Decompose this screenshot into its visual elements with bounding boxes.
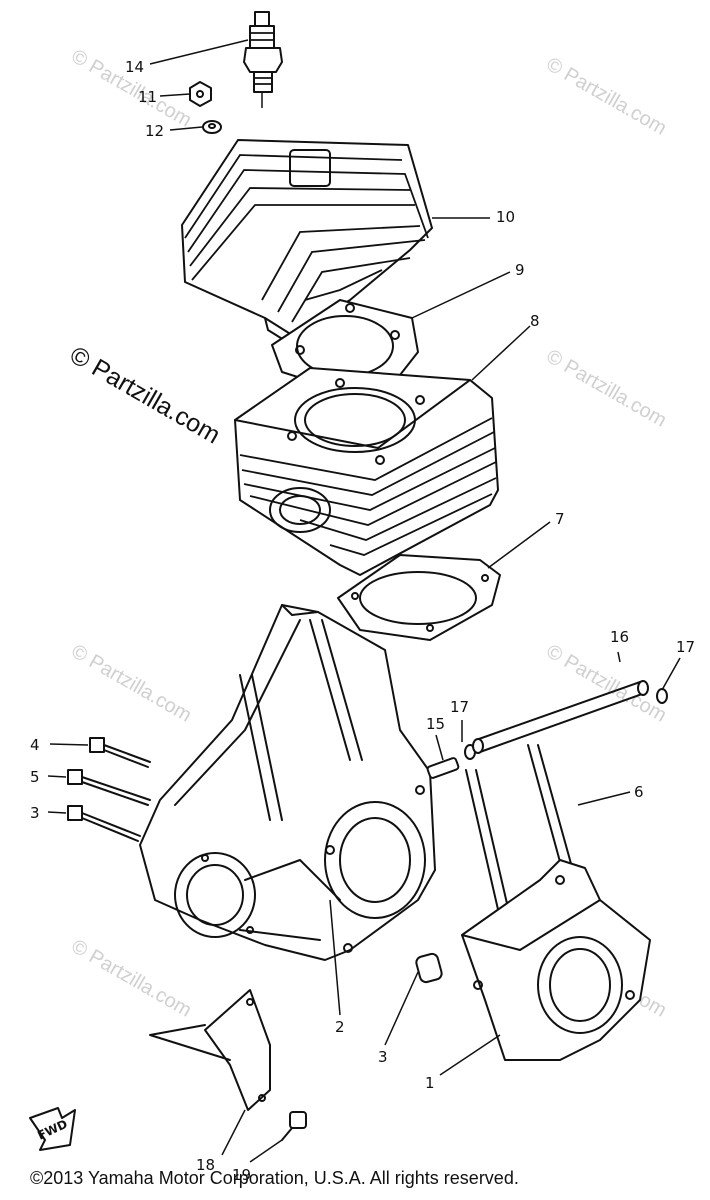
callout-4: 4 (30, 736, 40, 754)
callout-numbers: 14 11 12 10 9 8 7 16 17 17 15 6 4 5 3 2 … (30, 58, 695, 1184)
callout-17: 17 (450, 698, 469, 716)
watermark: © Partzilla.com (68, 935, 196, 1021)
nut (189, 81, 212, 107)
callout-17-pipe: 17 (676, 638, 695, 656)
bolt (67, 805, 141, 842)
breather-nipple (426, 757, 460, 779)
crankcase-left (139, 604, 436, 961)
callout-8: 7 (555, 510, 565, 528)
watermark: © Partzilla.com (543, 640, 671, 726)
cover (149, 989, 271, 1111)
callout-2: 2 (335, 1018, 345, 1036)
callout-1: 1 (425, 1074, 435, 1092)
crankcase-right (461, 859, 651, 1061)
watermark: © Partzilla.com (543, 53, 671, 139)
callout-7: 6 (634, 783, 644, 801)
clip (656, 688, 668, 704)
callout-16: 16 (610, 628, 629, 646)
watermark: © Partzilla.com (543, 345, 671, 431)
callout-5: 3 (30, 804, 40, 822)
copyright-notice: ©2013 Yamaha Motor Corporation, U.S.A. A… (30, 1168, 519, 1188)
callout-18: 18 (196, 1156, 215, 1174)
callout-12: 11 (138, 88, 157, 106)
watermark-main: © Partzilla.com (65, 341, 225, 449)
callout-13: 12 (145, 122, 164, 140)
callout-6: 5 (30, 768, 40, 786)
bolt (89, 737, 151, 768)
callout-14: 14 (125, 58, 144, 76)
spark-plug (243, 11, 283, 108)
dowel-pin (415, 952, 443, 984)
cylinder-gasket (337, 554, 501, 641)
callout-19: 19 (232, 1166, 251, 1184)
washer (202, 120, 222, 134)
callout-9: 8 (530, 312, 540, 330)
leader-lines (47, 39, 681, 1163)
callout-15: 15 (426, 715, 445, 733)
screw (281, 1111, 307, 1141)
callout-11: 10 (496, 208, 515, 226)
breather-pipe (472, 680, 649, 754)
bolt (67, 769, 151, 806)
cylinder (234, 367, 499, 576)
watermark: © Partzilla.com (68, 640, 196, 726)
cylinder-head (181, 139, 433, 346)
fwd-arrow-icon: FWD (29, 1107, 76, 1151)
callout-3: 3 (378, 1048, 388, 1066)
callout-10: 9 (515, 261, 525, 279)
